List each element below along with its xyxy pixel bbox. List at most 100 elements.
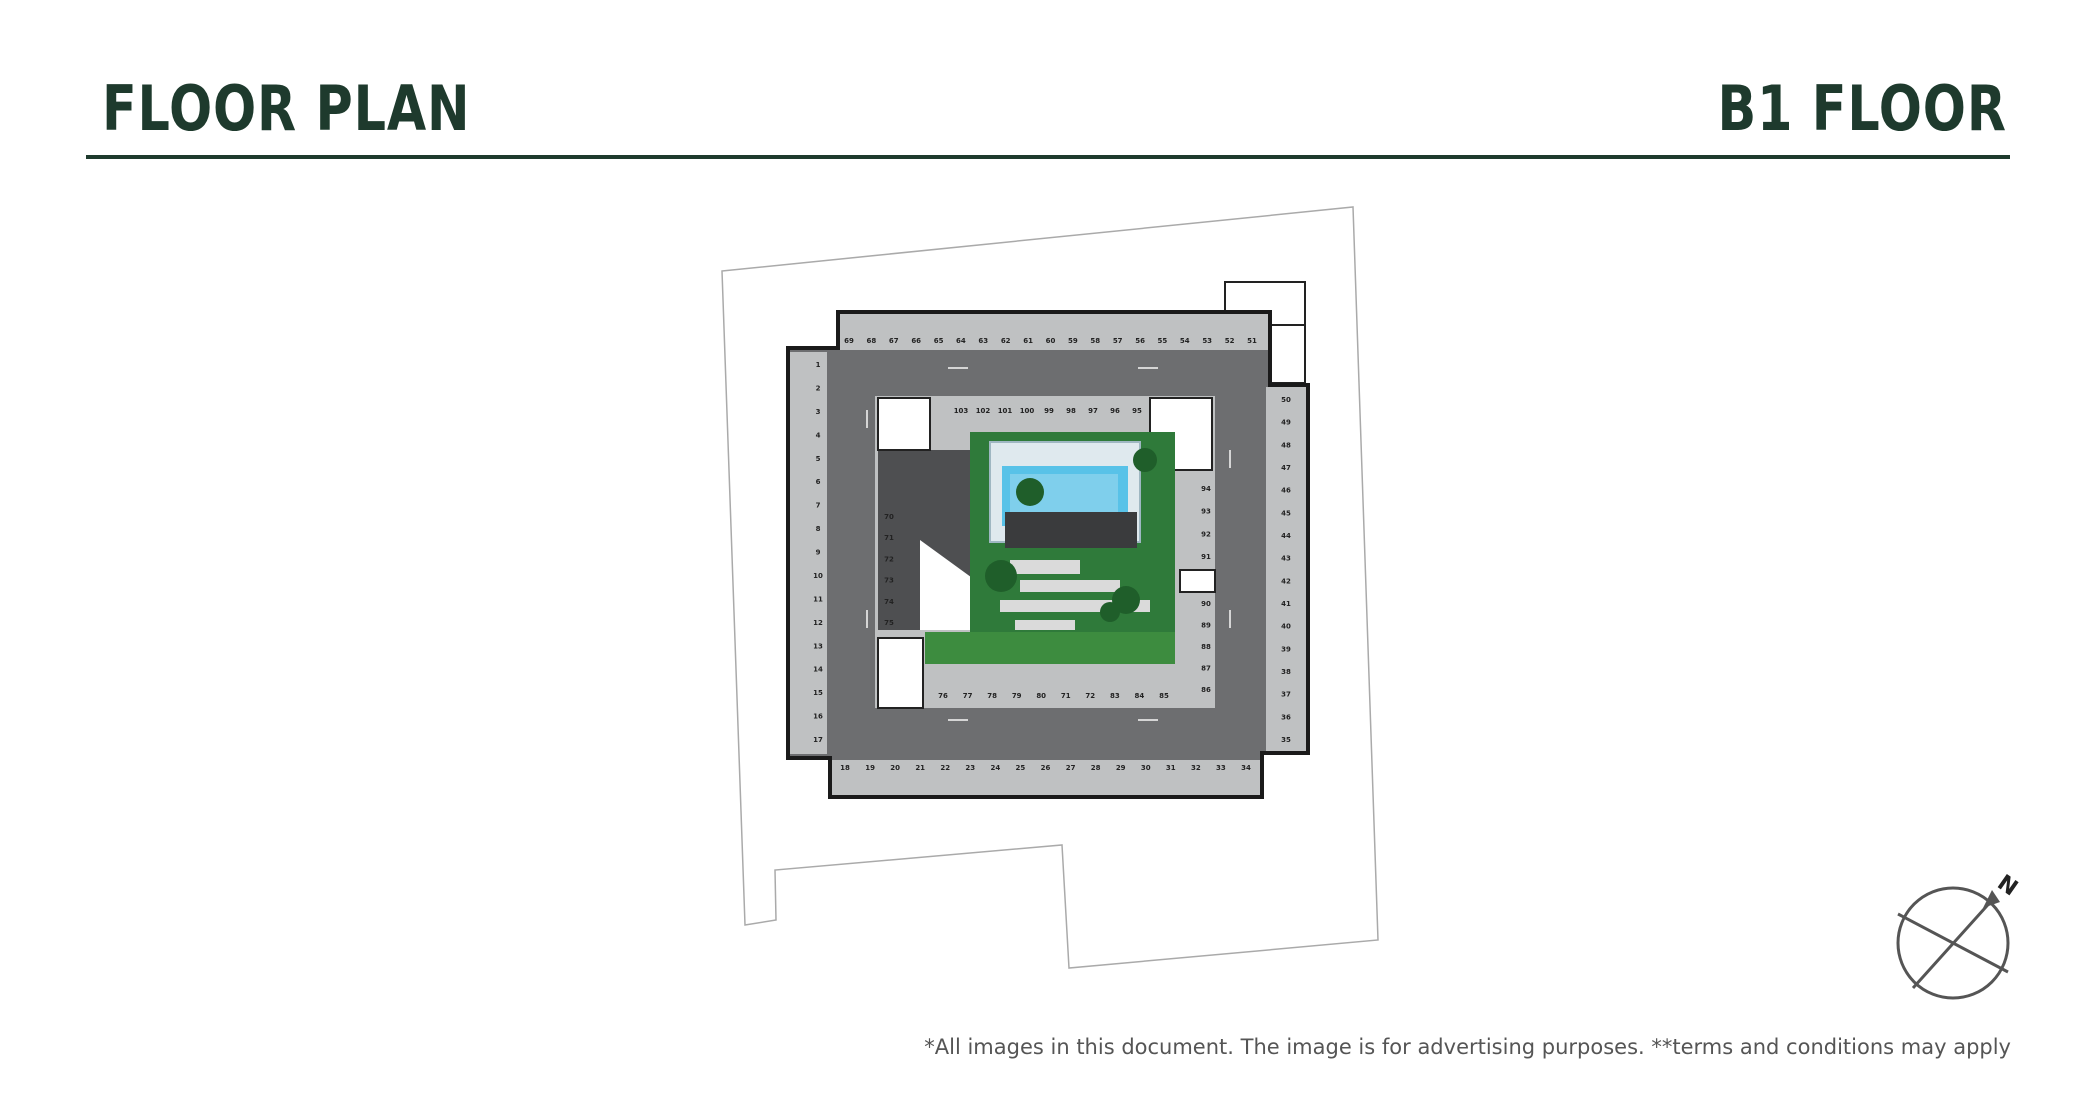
bay-inner-top-103: 103 [954,407,969,415]
bay-top-68: 68 [867,337,877,345]
bay-top-69: 69 [844,337,854,345]
bay-left-3: 3 [816,408,821,416]
bay-right-44: 44 [1281,532,1291,540]
bay-left-16: 16 [813,713,823,721]
bay-inner-right-92: 92 [1201,530,1211,538]
garden-trees [985,448,1157,622]
bay-top-51: 51 [1247,337,1257,345]
bay-inner-bottom-76: 76 [938,692,948,700]
bay-right-48: 48 [1281,441,1291,449]
bay-left-5: 5 [816,455,821,463]
bay-inner-top-95: 95 [1132,407,1142,415]
bay-left-17: 17 [813,736,823,744]
bay-left-2: 2 [816,384,821,392]
bay-left-13: 13 [813,642,823,650]
bay-inner-top-102: 102 [976,407,991,415]
bay-inner-bottom-84: 84 [1135,692,1145,700]
bay-right-50: 50 [1281,396,1291,404]
bay-bottom-27: 27 [1066,764,1076,772]
bay-bottom-29: 29 [1116,764,1126,772]
bay-top-66: 66 [911,337,921,345]
bay-left-4: 4 [816,431,821,439]
bay-inner-right-88: 88 [1201,643,1211,651]
north-compass: N [1896,870,2022,1000]
bay-top-64: 64 [956,337,966,345]
bay-bottom-21: 21 [915,764,925,772]
bay-bottom-30: 30 [1141,764,1151,772]
bay-top-53: 53 [1202,337,1212,345]
bay-bottom-32: 32 [1191,764,1201,772]
bay-inner-bottom-83: 83 [1110,692,1120,700]
bay-inner-left-70: 70 [884,513,894,521]
bay-right-35: 35 [1281,736,1291,744]
bay-bottom-20: 20 [890,764,900,772]
bay-inner-right-90: 90 [1201,600,1211,608]
bay-top-57: 57 [1113,337,1123,345]
bay-inner-left-71: 71 [884,534,894,542]
compass-ring [1896,886,2010,1000]
bay-left-1: 1 [816,361,821,369]
bay-bottom-23: 23 [965,764,975,772]
bay-inner-bottom-85: 85 [1159,692,1169,700]
bay-inner-left-73: 73 [884,577,894,585]
bay-inner-top-100: 100 [1020,407,1035,415]
bay-left-6: 6 [816,478,821,486]
site-boundary [721,206,1379,969]
bay-inner-right-94: 94 [1201,485,1211,493]
bay-inner-right-89: 89 [1201,622,1211,630]
bay-left-8: 8 [816,525,821,533]
bay-bottom-31: 31 [1166,764,1176,772]
bay-top-60: 60 [1046,337,1056,345]
bay-bottom-18: 18 [840,764,850,772]
bay-inner-left-75: 75 [884,619,894,627]
floor-label: B1 FLOOR [1717,72,2007,145]
bay-bottom-33: 33 [1216,764,1226,772]
bay-inner-right-91: 91 [1201,553,1211,561]
bay-left-10: 10 [813,572,823,580]
bay-right-38: 38 [1281,668,1291,676]
disclaimer-text: *All images in this document. The image … [924,1035,2011,1059]
bay-right-36: 36 [1281,713,1291,721]
bay-right-40: 40 [1281,623,1291,631]
stair-core-nw [877,397,931,451]
bay-inner-top-97: 97 [1088,407,1098,415]
bay-inner-left-72: 72 [884,555,894,563]
bay-inner-right-93: 93 [1201,508,1211,516]
bay-bottom-26: 26 [1041,764,1051,772]
bay-top-65: 65 [934,337,944,345]
bay-right-46: 46 [1281,487,1291,495]
stair-core-sw [877,637,924,709]
bay-left-12: 12 [813,619,823,627]
bay-top-61: 61 [1023,337,1033,345]
bay-inner-bottom-78: 78 [987,692,997,700]
bay-inner-bottom-79: 79 [1012,692,1022,700]
bay-bottom-22: 22 [940,764,950,772]
bay-bottom-34: 34 [1241,764,1251,772]
bay-top-62: 62 [1001,337,1011,345]
bay-right-47: 47 [1281,464,1291,472]
bay-top-63: 63 [978,337,988,345]
bay-right-45: 45 [1281,509,1291,517]
bay-right-42: 42 [1281,577,1291,585]
bay-inner-bottom-77: 77 [963,692,973,700]
sun-deck [1005,512,1137,548]
bay-left-9: 9 [816,549,821,557]
bay-right-49: 49 [1281,419,1291,427]
bay-left-11: 11 [813,595,823,603]
header-divider [86,155,2010,159]
bay-bottom-24: 24 [991,764,1001,772]
bay-inner-top-96: 96 [1110,407,1120,415]
bay-inner-bottom-71: 71 [1061,692,1071,700]
bay-bottom-25: 25 [1016,764,1026,772]
compass-label: N [1993,870,2022,901]
bay-top-55: 55 [1158,337,1168,345]
stair-core-e [1179,569,1216,593]
north-arrow-icon [1983,890,2000,908]
bay-inner-top-99: 99 [1044,407,1054,415]
bay-bottom-28: 28 [1091,764,1101,772]
bay-top-59: 59 [1068,337,1078,345]
bay-right-39: 39 [1281,645,1291,653]
bay-left-14: 14 [813,666,823,674]
